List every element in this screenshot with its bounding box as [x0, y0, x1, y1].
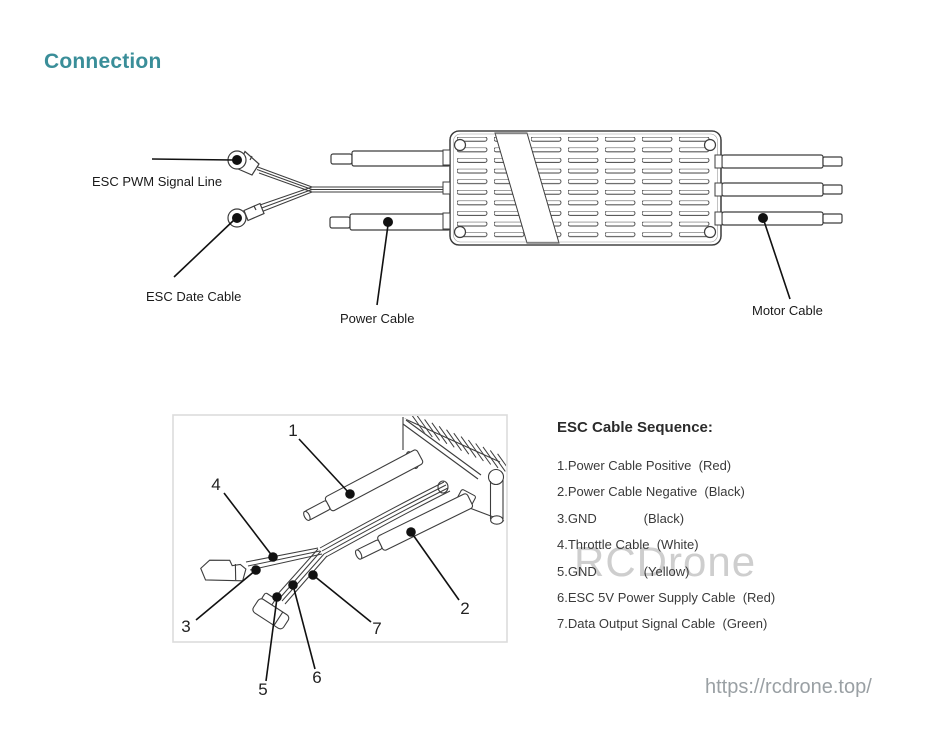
bottom-diagram-frame — [172, 414, 508, 643]
callout-number-3: 3 — [181, 617, 191, 636]
power-cable-top-graphic — [330, 150, 451, 167]
callout-number-4: 4 — [211, 475, 221, 494]
signal-wire-bundle — [254, 165, 455, 213]
bottom-leader-dots — [251, 489, 416, 602]
pwm-connector-graphic — [227, 150, 260, 176]
cable-sequence-title: ESC Cable Sequence: — [557, 419, 713, 436]
cable-sequence-panel: ESC Cable Sequence: 1.Power Cable Positi… — [557, 419, 775, 638]
sequence-item-2: 2.Power Cable Negative (Black) — [557, 484, 745, 500]
sequence-item-3: 3.GND (Black) — [557, 510, 685, 526]
heatsink-fins — [402, 416, 506, 472]
cable-2-graphic — [354, 493, 474, 560]
esc-body-graphic — [442, 130, 723, 246]
top-diagram-graphic — [151, 130, 843, 306]
motor-cables-graphic — [721, 154, 843, 226]
connector-5-graphic — [252, 592, 290, 630]
callout-number-6: 6 — [312, 668, 322, 687]
sequence-item-6: 6.ESC 5V Power Supply Cable (Red) — [557, 590, 776, 606]
bottom-diagram-graphic — [200, 416, 506, 630]
callout-number-2: 2 — [460, 599, 470, 618]
label-esc-pwm-signal-line: ESC PWM Signal Line — [92, 174, 223, 189]
callout-number-5: 5 — [258, 680, 268, 699]
sequence-item-1: 1.Power Cable Positive (Red) — [557, 458, 732, 473]
sequence-item-5: 5.GND (Yellow) — [557, 563, 690, 579]
page-title: Connection — [44, 50, 162, 73]
label-power-cable: Power Cable — [340, 311, 415, 326]
label-esc-date-cable: ESC Date Cable — [146, 289, 242, 304]
callout-number-7: 7 — [372, 619, 382, 638]
website-url: https://rcdrone.top/ — [705, 676, 872, 698]
label-motor-cable: Motor Cable — [752, 303, 823, 318]
standoff-post — [487, 468, 505, 525]
sequence-item-7: 7.Data Output Signal Cable (Green) — [557, 616, 768, 632]
sequence-item-4: 4.Throttle Cable (White) — [557, 537, 699, 553]
callout-number-1: 1 — [288, 421, 298, 440]
top-leader-lines — [151, 158, 791, 306]
connector-3-graphic — [200, 559, 247, 582]
bottom-leader-lines — [195, 438, 460, 682]
power-cable-bottom-graphic — [329, 213, 451, 231]
bottom-wire-bundle — [245, 481, 451, 605]
watermark-text: RCDrone — [574, 538, 757, 585]
top-leader-dots — [232, 155, 768, 227]
